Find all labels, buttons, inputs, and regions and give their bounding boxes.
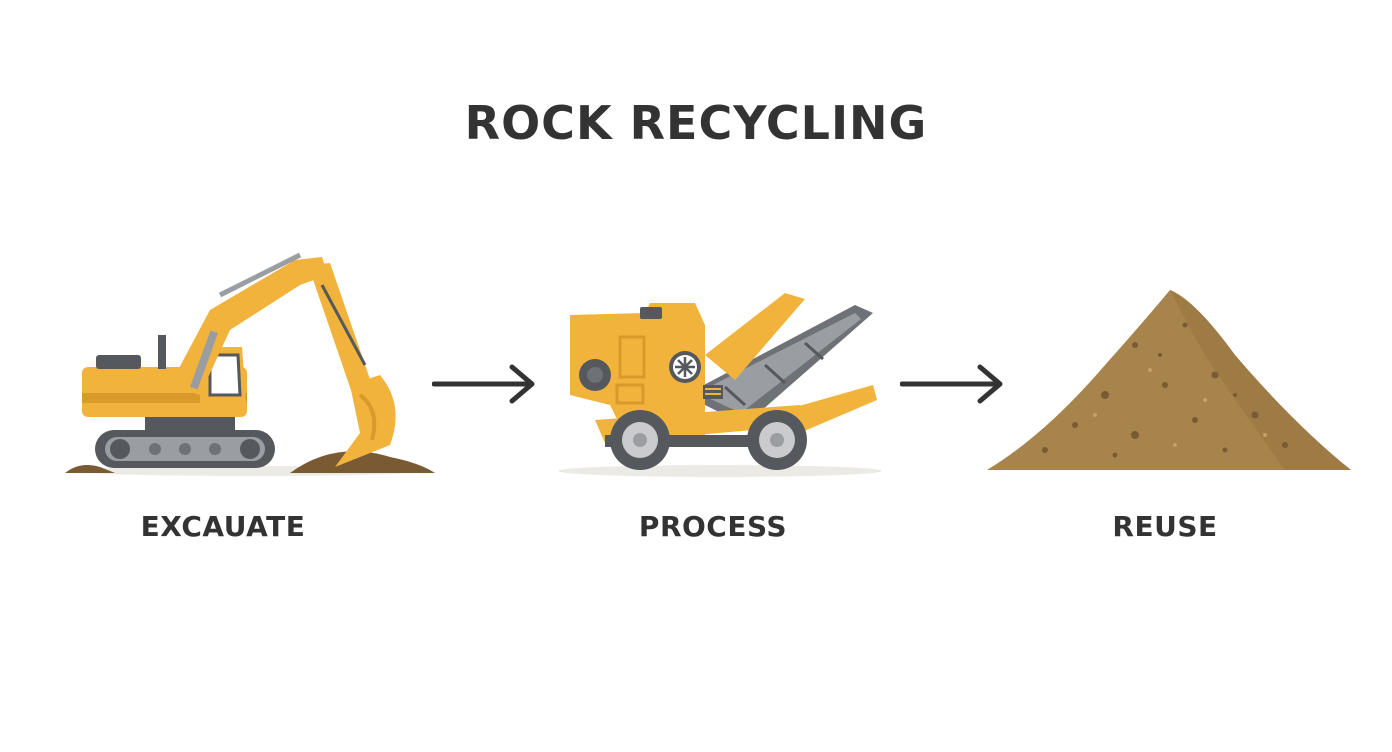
diagram-title: ROCK RECYCLING (464, 96, 928, 150)
arrow-right-icon (900, 364, 1003, 404)
step-label-reuse: REUSE (1112, 510, 1218, 543)
arrow-right-icon (432, 364, 535, 404)
step-label-excavate: EXCAUATE (140, 510, 306, 543)
step-label-process: PROCESS (638, 510, 788, 543)
gravel-pile-icon (987, 290, 1351, 470)
excavator-icon (65, 252, 435, 476)
crusher-icon (558, 293, 882, 477)
